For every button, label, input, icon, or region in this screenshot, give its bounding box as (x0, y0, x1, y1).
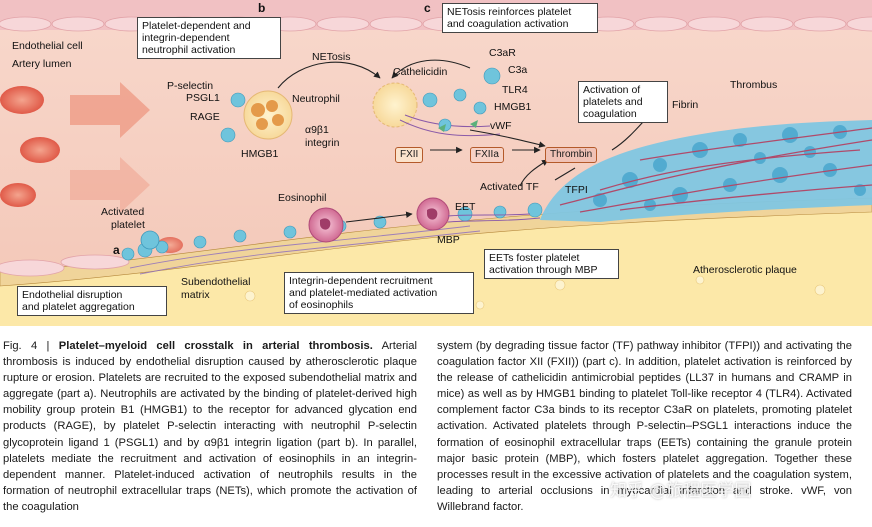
platelets-near-neutrophil (220, 92, 246, 143)
box-eet: EETs foster platelet activation through … (484, 249, 619, 279)
vwf-fragments (438, 120, 478, 132)
label-activated-tf: Activated TF (480, 181, 539, 193)
label-integrin: integrin (305, 137, 340, 149)
box-activation-line-1: Activation of (583, 84, 641, 96)
label-mbp: MBP (437, 234, 460, 246)
box-eet-line-2: activation through MBP (489, 264, 598, 276)
box-neutrophil-activation: Platelet-dependent and integrin-dependen… (137, 17, 281, 59)
label-fxiia: FXIIa (470, 147, 504, 163)
label-a9b1: α9β1 (305, 124, 329, 136)
box-activation: Activation of platelets and coagulation (578, 81, 668, 123)
arrow-tfpi (554, 167, 576, 181)
caption-col-2: system (by degrading tissue factor (TF) … (437, 338, 852, 515)
caption-text-1: Arterial thrombosis is induced by endoth… (3, 340, 417, 513)
arrow-tf (519, 159, 549, 187)
activated-platelet (140, 230, 160, 250)
label-thrombin: Thrombin (545, 147, 598, 163)
netotic-neutrophil (372, 82, 418, 128)
label-c3a: C3a (508, 64, 528, 76)
label-activated: Activated (101, 206, 145, 218)
label-atherosclerotic-plaque: Atherosclerotic plaque (693, 264, 797, 276)
red-blood-cells (0, 86, 183, 253)
neutrophil-cell (243, 90, 293, 140)
box-c-line-2: and coagulation activation (447, 18, 569, 30)
caption-text-2: system (by degrading tissue factor (TF) … (437, 340, 852, 513)
thrombus-platelets (593, 125, 866, 211)
label-fxii: FXII (395, 147, 424, 163)
box-activation-line-2: platelets and (583, 96, 643, 108)
caption-title: Platelet–myeloid cell crosstalk in arter… (58, 340, 373, 352)
label-tfpi: TFPI (565, 184, 588, 196)
box-activation-line-3: coagulation (583, 108, 637, 120)
box-a-line-1: Endothelial disruption (22, 289, 123, 301)
caption-col-1: Fig. 4 | Platelet–myeloid cell crosstalk… (3, 338, 417, 515)
label-subendothelial: Subendothelial (181, 276, 251, 288)
label-artery-lumen: Artery lumen (12, 58, 72, 70)
platelets-near-net (422, 67, 501, 132)
box-b-line-3: neutrophil activation (142, 44, 236, 56)
watermark: 知乎 @旅程医学园 (610, 481, 752, 501)
arrow-netosis-c (391, 59, 471, 79)
box-netosis: NETosis reinforces platelet and coagulat… (442, 3, 598, 33)
box-b-line-1: Platelet-dependent and (142, 20, 251, 32)
arrow-eos (345, 211, 413, 223)
label-hmgb1-left: HMGB1 (241, 148, 279, 160)
panel-label-b: b (258, 1, 266, 15)
panel-label-a: a (113, 243, 120, 257)
label-tlr4: TLR4 (502, 84, 528, 96)
arrow-top (469, 129, 546, 148)
adherent-platelets (121, 202, 543, 261)
label-platelet: platelet (111, 219, 145, 231)
box-int-line-2: and platelet-mediated activation (289, 287, 438, 299)
caption-fig-number: Fig. 4 | (3, 340, 59, 352)
label-fibrin: Fibrin (672, 99, 699, 111)
label-neutrophil: Neutrophil (292, 93, 340, 105)
flow-arrows (70, 82, 150, 213)
fibrin-strands (559, 127, 872, 213)
label-vwf: vWF (490, 120, 512, 132)
label-thrombus: Thrombus (730, 79, 778, 91)
figure-artwork (0, 0, 872, 326)
label-eet: EET (455, 201, 476, 213)
caption-paragraph-1: Fig. 4 | Platelet–myeloid cell crosstalk… (3, 338, 417, 515)
box-c-line-1: NETosis reinforces platelet (447, 6, 572, 18)
figure-illustration: b c a Platelet-dependent and integrin-de… (0, 0, 872, 326)
bottom-endothelium (0, 254, 130, 277)
label-hmgb1-right: HMGB1 (494, 101, 532, 113)
neutrophil-nucleus (251, 100, 284, 130)
panel-label-c: c (424, 1, 431, 15)
label-p-selectin: P-selectin (167, 80, 214, 92)
box-integrin-recruitment: Integrin-dependent recruitment and plate… (284, 272, 474, 314)
box-int-line-1: Integrin-dependent recruitment (289, 275, 433, 287)
label-psgl1: PSGL1 (186, 92, 220, 104)
label-c3ar: C3aR (489, 47, 516, 59)
label-rage: RAGE (190, 111, 220, 123)
matrix-fibres (129, 225, 481, 275)
label-cathelicidin: Cathelicidin (393, 66, 448, 78)
label-endothelial-cell: Endothelial cell (12, 40, 83, 52)
box-a-line-2: and platelet aggregation (22, 301, 135, 313)
box-int-line-3: of eosinophils (289, 299, 354, 311)
box-endothelial-disruption: Endothelial disruption and platelet aggr… (17, 286, 167, 316)
box-eet-line-1: EETs foster platelet (489, 252, 580, 264)
eet-strands (447, 213, 541, 223)
atherosclerotic-plaque (0, 198, 872, 326)
label-netosis: NETosis (312, 51, 351, 63)
arrow-netosis (277, 61, 381, 89)
label-eosinophil: Eosinophil (278, 192, 327, 204)
thrombus-mass (540, 120, 872, 222)
label-matrix: matrix (181, 289, 210, 301)
box-b-line-2: integrin-dependent (142, 32, 230, 44)
subendothelial-matrix (0, 197, 872, 287)
